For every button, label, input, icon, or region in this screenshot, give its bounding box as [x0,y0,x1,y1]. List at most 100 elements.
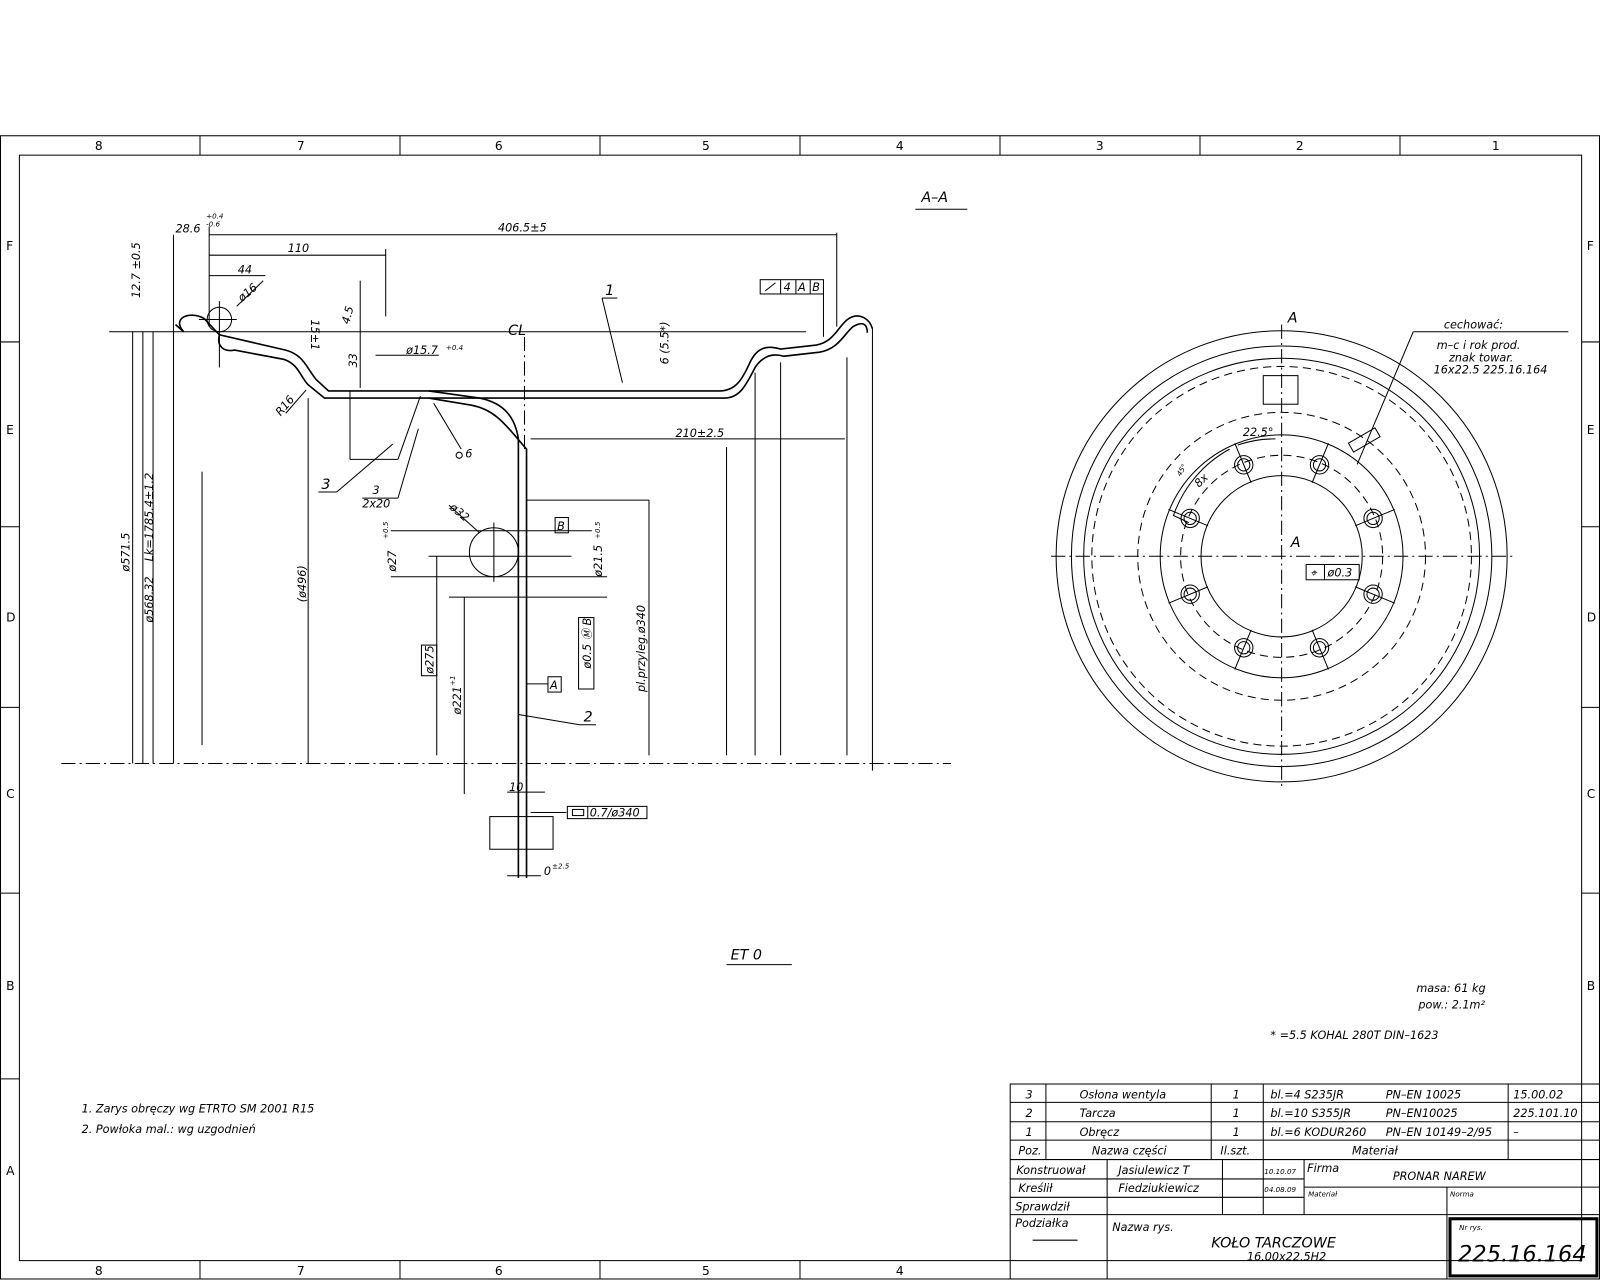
dim-dia-568-32: ø568.32 [143,577,156,624]
part-norm: PN–EN10025 [1386,1107,1458,1120]
bolt-hole [1309,455,1330,475]
flatness-tolerance: 0.7/ø340 [590,807,640,820]
part-norm: PN–EN 10025 [1386,1088,1462,1101]
col-label: 7 [297,139,305,153]
dim-angle-22-5: 22.5° [1243,426,1274,439]
tol-28-6-dn: -0.6 [206,220,220,229]
drawn-by: Fiedziukiewicz [1118,1182,1200,1195]
note-item: 1. Zarys obręczy wg ETRTO SM 2001 R15 [82,1103,315,1116]
section-mark-a: A [1287,311,1298,327]
norm-label: Norma [1450,1189,1474,1198]
part-ref: – [1513,1126,1519,1139]
bolt-hole [1309,638,1330,658]
bolt-axis [1354,586,1395,604]
row-label: F [6,239,13,253]
note-item: 2. Powłoka mal.: wg uzgodnień [82,1123,256,1136]
bolt-hole [1363,508,1383,529]
bolt-hole [1237,458,1251,472]
weld-6: 6 [465,447,472,460]
col-label: 8 [95,139,103,153]
col-label: 8 [95,1264,103,1278]
col-label: 6 [495,139,503,153]
header-pos: Poz. [1018,1144,1041,1157]
dim-406-5: 406.5±5 [498,222,547,235]
et-offset-label: ET 0 [731,947,762,963]
dim-dia-571-5: ø571.5 [120,533,133,573]
tol-datum: A [797,281,806,294]
title-block: 3 Osłona wentyla 1 bl.=4 S235JR PN–EN 10025 1… [1009,1083,1600,1280]
row-label: B [6,979,14,993]
bolt-hole [1237,641,1251,655]
col-label: 7 [297,1264,305,1278]
marking-line: znak towar. [1448,351,1513,364]
bolt-hole [1183,587,1197,601]
col-label: 3 [1096,139,1104,153]
part-material: bl.=4 S235JR [1270,1088,1344,1101]
centerline-symbol: CL [508,323,526,339]
dim-dia-15-7: ø15.7 [405,344,439,357]
position-tolerance: ø0.5 Ⓜ B [581,618,594,670]
dim-10: 10 [509,781,523,794]
leader-3: 3 [321,477,330,493]
part-name: Tarcza [1080,1107,1116,1120]
bolt-hole [1363,584,1383,604]
drawing-name: KOŁO TARCZOWE [1211,1235,1336,1251]
part-pos: 3 [1026,1088,1033,1101]
designed-date: 10.10.07 [1264,1167,1296,1176]
part-pos: 2 [1026,1107,1033,1120]
part-ref: 15.00.02 [1513,1088,1563,1101]
header-material: Materiał [1352,1144,1398,1157]
row-label: C [6,787,15,801]
bolt-hole [1180,584,1200,604]
designed-by: Jasiulewicz T [1116,1164,1190,1177]
header-qty: Il.szt. [1220,1144,1250,1157]
row-label: B [1587,979,1595,993]
bolt-axis [1311,629,1329,670]
marking-line: 16x22.5 225.16.164 [1434,364,1548,377]
col-label: 4 [896,1264,904,1278]
row-label: F [1587,239,1594,253]
sheet-frame: 8 7 6 5 4 3 2 1 8 7 6 5 4 F E D C B A F … [0,135,1600,1280]
dim-dia-32: ø32 [446,500,471,524]
footnote: * =5.5 KOHAL 280T DIN–1623 [1270,1029,1438,1042]
section-title: A–A [920,190,948,206]
dim-4-5: 4.5 [339,305,356,326]
dim-6: 6 (5.5*) [658,321,671,364]
position-symbol: ⌖ [1310,567,1318,580]
front-view: A A 22.5° 45° 8x ⌖ ø0.3 cechować: m–c i … [1051,311,1569,786]
tol-21-5: +0.5 [593,521,602,539]
bolt-hole [1183,511,1197,526]
dim-210: 210±2.5 [676,427,725,440]
col-label: 4 [896,139,904,153]
dim-33: 33 [347,353,360,367]
dim-lk: Lk=1785.4±1.2 [143,473,156,562]
col-label: 5 [702,1264,710,1278]
part-qty: 1 [1233,1126,1240,1139]
dim-28-6: 28.6 [176,223,201,236]
part-name: Osłona wentyla [1080,1088,1167,1101]
header-name: Nazwa części [1092,1144,1168,1157]
designed-label: Konstruował [1016,1164,1086,1177]
dim-r16: R16 [273,393,297,418]
datum-b: B [557,520,565,533]
bolt-hole [1366,587,1380,601]
part-ref: 225.101.10 [1513,1107,1577,1120]
bolt-axis [1234,629,1252,670]
scale-label: Podziałka [1015,1217,1068,1230]
section-view: A–A [61,190,968,966]
dim-dia-27: ø27 [386,550,399,573]
notes: masa: 61 kg pow.: 2.1m² * =5.5 KOHAL 280… [82,982,1486,1136]
dim-dia-221: ø221 [451,686,464,715]
surface-area: pow.: 2.1m² [1417,998,1485,1011]
part-material: bl.=6 KODUR260 [1270,1126,1366,1139]
row-label: D [1587,611,1596,625]
bolt-axis [1168,586,1209,604]
runout-tolerance-frame: 4 A B [759,279,824,337]
drawing-name-label: Nazwa rys. [1112,1221,1173,1234]
bolt-hole [1312,458,1327,472]
drawing-no-label: Nr rys. [1459,1223,1483,1232]
dim-angle-45: 45° [1175,462,1189,477]
bolt-hole [1312,641,1327,655]
col-label: 6 [495,1264,503,1278]
